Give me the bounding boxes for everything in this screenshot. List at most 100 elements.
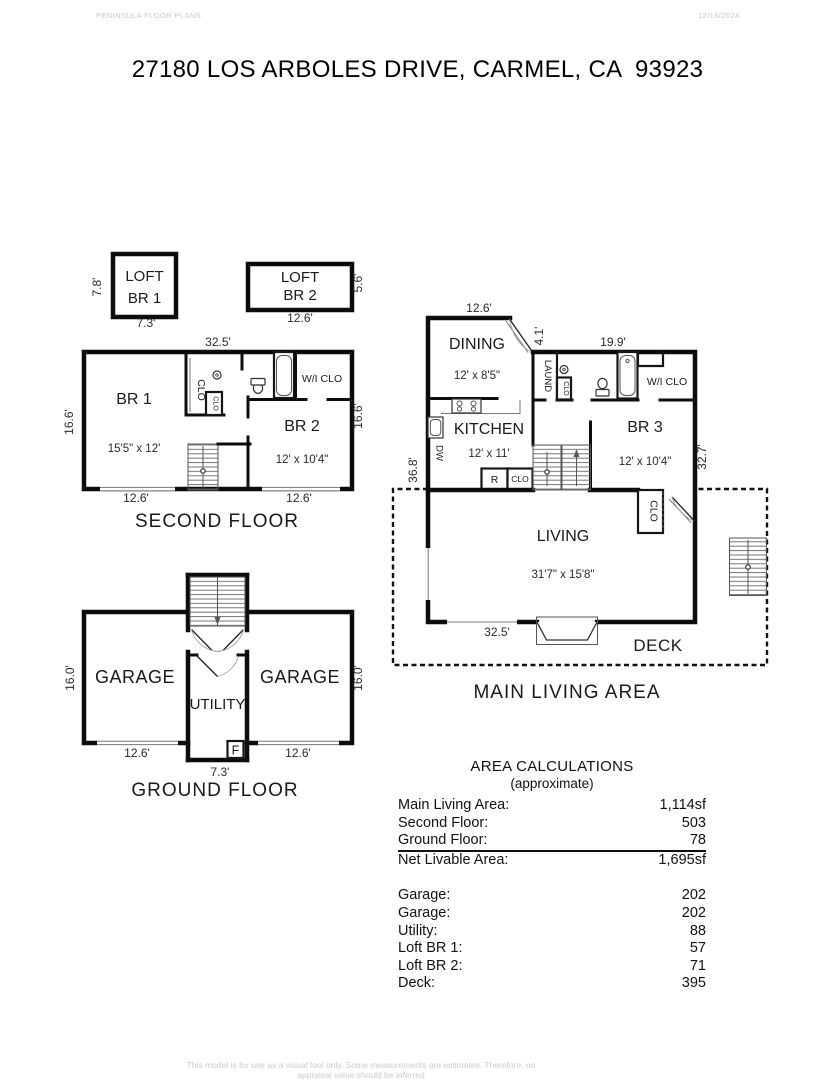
- calc-row-ground-floor: Ground Floor: 78: [398, 832, 706, 852]
- calc-label: Deck:: [398, 975, 436, 992]
- calc-value: 71: [689, 957, 706, 974]
- calc-label: Garage:: [398, 904, 451, 921]
- calc-value: 202: [681, 904, 706, 921]
- calc-value: 503: [681, 814, 706, 831]
- bay-window: [536, 616, 598, 645]
- loft-br1-label-2: BR 1: [128, 290, 161, 307]
- loft-br1-dim-height: 7.8': [90, 278, 104, 297]
- main-walkin-closet-label: W/I CLO: [647, 376, 687, 388]
- ground-floor-plan: F GARAGE GARAGE UTILITY 16.0' 16.0' 12.6…: [63, 572, 365, 801]
- loft-br1-room: [110, 251, 179, 320]
- br2-dim-bottom: 12.6': [286, 491, 312, 505]
- calc-label: Second Floor:: [398, 814, 489, 831]
- garage-left-label: GARAGE: [95, 667, 175, 687]
- calc-label: Main Living Area:: [398, 797, 510, 813]
- area-calculations-title: AREA CALCULATIONS: [470, 758, 634, 775]
- br2-size: 12' x 10'4": [276, 454, 329, 466]
- bath-fan-icon: [559, 364, 569, 375]
- br1-label: BR 1: [116, 391, 152, 408]
- br2-label: BR 2: [284, 418, 320, 435]
- loft-br2-label-2: BR 2: [283, 287, 316, 304]
- dining-size: 12' x 8'5": [454, 370, 500, 382]
- ground-floor-title: GROUND FLOOR: [131, 780, 298, 801]
- calc-row-loft-br2: Loft BR 2: 71: [398, 958, 706, 976]
- furnace-label: F: [232, 744, 240, 758]
- br3-size: 12' x 10'4": [619, 456, 672, 468]
- property-address-title: 27180 LOS ARBOLES DRIVE, CARMEL, CA 9392…: [131, 56, 704, 83]
- date-stamp: 12/16/2024: [698, 11, 740, 20]
- garage-right-label: GARAGE: [260, 667, 340, 687]
- disclaimer-text: This model is for use as a visual tool o…: [186, 1060, 536, 1080]
- calc-value: 1,114sf: [659, 797, 707, 813]
- garage-left-dim-height: 16.0': [63, 665, 77, 691]
- dining-label: DINING: [449, 336, 505, 353]
- calc-value: 395: [681, 975, 706, 992]
- second-floor-walkin-closet-label: W/I CLO: [302, 373, 342, 385]
- loft-br1-label-1: LOFT: [125, 268, 163, 285]
- calc-row-utility: Utility: 88: [398, 923, 706, 941]
- living-size: 31'7" x 15'8": [531, 569, 594, 581]
- calc-value: 1,695sf: [658, 851, 706, 868]
- main-dim-right: 32.7': [695, 444, 709, 470]
- loft-br2-dim-height: 5.6': [351, 274, 365, 293]
- dishwasher-label: DW: [434, 445, 445, 461]
- calc-row-main-living: Main Living Area: 1,114sf: [398, 797, 706, 815]
- toilet-icon: [597, 377, 608, 390]
- br1-dim-bottom: 12.6': [123, 491, 149, 505]
- calc-row-deck: Deck: 395: [398, 975, 706, 993]
- calc-label: Loft BR 2:: [398, 957, 463, 974]
- kitchen-sink-icon: [427, 416, 444, 439]
- kitchen-label: KITCHEN: [454, 421, 524, 438]
- main-dim-left: 36.8': [406, 457, 420, 483]
- bathtub-icon: [616, 350, 639, 400]
- dining-dim-top: 12.6': [466, 301, 492, 315]
- calc-label: Garage:: [398, 887, 451, 904]
- stove-icon: [451, 398, 482, 414]
- second-floor-dim-right: 16.6': [351, 403, 365, 429]
- entry-dim: 4.1': [532, 327, 546, 346]
- garage-right-dim-width: 12.6': [285, 746, 311, 760]
- main-living-title: MAIN LIVING AREA: [473, 682, 660, 703]
- calc-row-garage-1: Garage: 202: [398, 887, 706, 905]
- calc-row-garage-2: Garage: 202: [398, 905, 706, 923]
- laundry-closet-label: CLO: [562, 381, 569, 396]
- main-dim-top-right: 19.9': [600, 335, 626, 349]
- br1-closet-label: CLO: [195, 379, 207, 401]
- kitchen-closet-label: CLO: [511, 474, 529, 484]
- loft-br2-dim-width: 12.6': [287, 311, 313, 325]
- calc-label: Loft BR 1:: [398, 940, 463, 957]
- br1-size: 15'5" x 12': [108, 443, 161, 455]
- calc-label: Utility:: [398, 922, 438, 939]
- calc-label: Ground Floor:: [398, 832, 488, 849]
- calc-label: Net Livable Area:: [398, 851, 509, 868]
- calc-row-second-floor: Second Floor: 503: [398, 815, 706, 833]
- living-label: LIVING: [537, 528, 589, 545]
- utility-label: UTILITY: [190, 696, 246, 713]
- deck-outline: [391, 487, 769, 667]
- calc-value: 202: [681, 887, 706, 904]
- utility-dim-width: 7.3': [211, 765, 230, 779]
- bath-fan-icon: [212, 370, 222, 380]
- hall-closet-label: CLO: [212, 396, 219, 411]
- main-living-plan: DECK 4.1' DW R: [391, 301, 769, 703]
- loft-br2-label-1: LOFT: [281, 269, 319, 286]
- laundry-label: LAUND: [542, 360, 553, 392]
- br3-label: BR 3: [627, 419, 663, 436]
- garage-left-dim-width: 12.6': [124, 746, 150, 760]
- calc-row-net-livable: Net Livable Area: 1,695sf: [398, 852, 706, 870]
- living-closet-label: CLO: [648, 500, 660, 522]
- loft-br1-dim-width: 7.3': [137, 316, 156, 330]
- second-floor-plan: LOFT BR 1 7.8' 7.3' LOFT BR 2 5.6' 12.6'…: [62, 251, 365, 532]
- area-calculations-subtitle: (approximate): [510, 776, 594, 791]
- second-floor-title: SECOND FLOOR: [135, 511, 299, 532]
- second-floor-dim-left: 16.6': [62, 409, 76, 435]
- area-calculations: AREA CALCULATIONS (approximate) Main Liv…: [398, 758, 706, 993]
- loft-br2-room: [245, 261, 355, 313]
- refrigerator-label: R: [491, 474, 499, 486]
- hall-closet: [204, 390, 224, 417]
- laundry-closet: [555, 376, 573, 401]
- kitchen-size: 12' x 11': [468, 448, 509, 460]
- calc-value: 88: [689, 922, 706, 939]
- calc-value: 57: [689, 940, 706, 957]
